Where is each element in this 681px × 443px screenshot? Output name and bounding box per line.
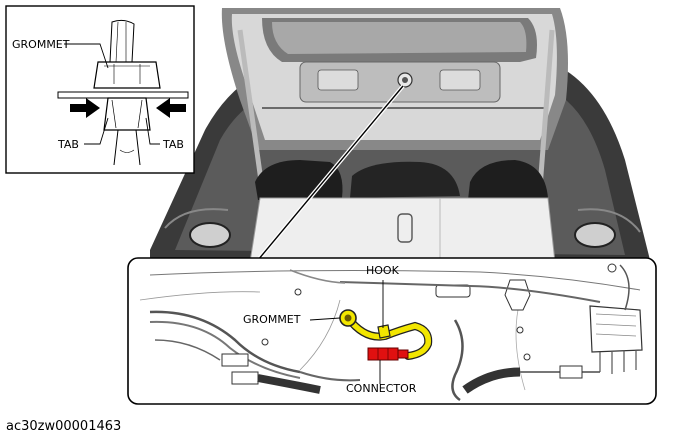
tab-right-label: TAB [162, 138, 184, 151]
detail-connector [367, 347, 399, 361]
right-push-arrow [156, 98, 186, 118]
tab-left-label: TAB [57, 138, 79, 151]
callout-leader [256, 84, 405, 262]
hook-label: HOOK [366, 264, 400, 277]
figure-code: ac30zw00001463 [6, 419, 122, 434]
inset-grommet-label: GROMMET [12, 38, 70, 51]
connector-label: CONNECTOR [346, 382, 417, 395]
vehicle-rear-view [150, 8, 650, 280]
hook [377, 324, 391, 339]
harness-detail-inset: HOOK GROMMET CONNECTOR [127, 257, 657, 405]
left-push-arrow [70, 98, 100, 118]
grommet-inset: GROMMET TAB TAB [5, 5, 195, 174]
detail-grommet-label: GROMMET [243, 313, 301, 326]
